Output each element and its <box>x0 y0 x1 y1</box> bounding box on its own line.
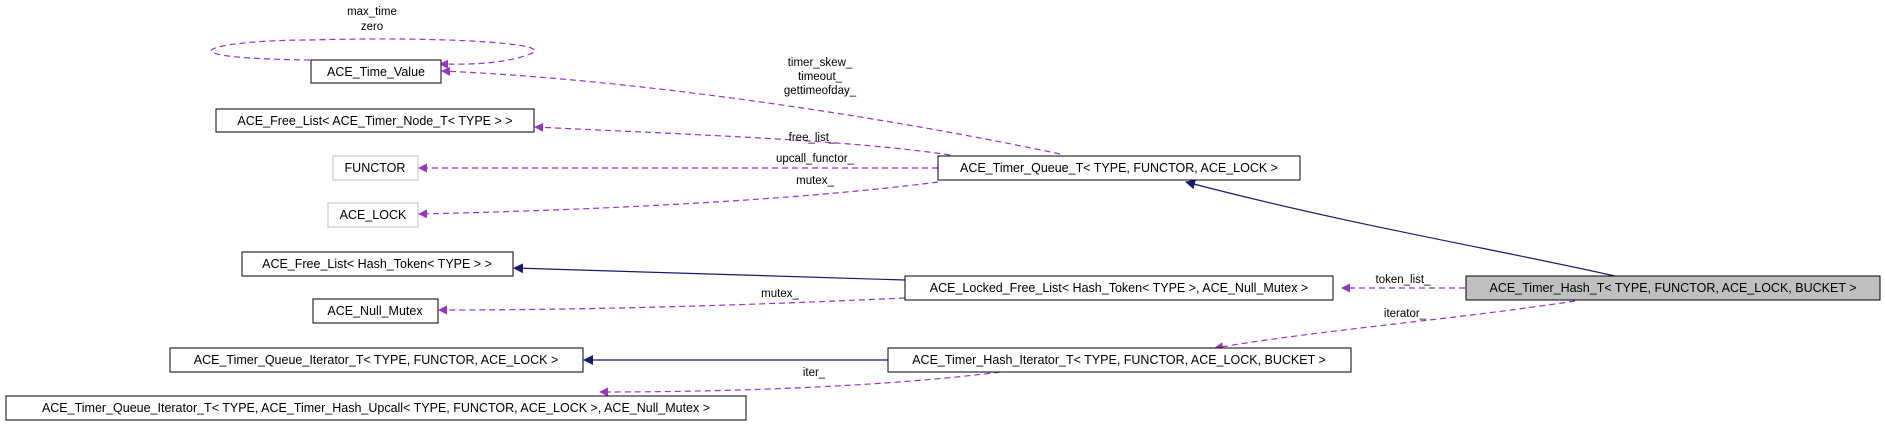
edge-label-max-time: max_time <box>347 6 397 18</box>
edge-inherit-free-list-hash-token <box>513 263 906 281</box>
node-locked-free-list[interactable]: ACE_Locked_Free_List< Hash_Token< TYPE >… <box>904 275 1334 301</box>
edge-timer-hash-iterator-iter <box>599 371 1001 397</box>
node-functor[interactable]: FUNCTOR <box>332 155 419 181</box>
svg-text:ACE_Timer_Queue_T< TYPE, FUNCT: ACE_Timer_Queue_T< TYPE, FUNCTOR, ACE_LO… <box>960 161 1278 175</box>
edge-self-time-value <box>210 38 536 69</box>
svg-text:ACE_Locked_Free_List< Hash_Tok: ACE_Locked_Free_List< Hash_Token< TYPE >… <box>930 281 1308 295</box>
svg-text:ACE_Timer_Hash_T< TYPE, FUNCTO: ACE_Timer_Hash_T< TYPE, FUNCTOR, ACE_LOC… <box>1489 281 1856 295</box>
edge-timer-queue-free-list <box>534 122 951 156</box>
edge-label-timeout: timeout_ <box>798 71 843 83</box>
node-ace-time-value[interactable]: ACE_Time_Value <box>310 59 442 84</box>
edge-label-mutex-null: mutex_ <box>761 288 799 300</box>
svg-text:ACE_Timer_Queue_Iterator_T< TY: ACE_Timer_Queue_Iterator_T< TYPE, ACE_Ti… <box>42 401 710 415</box>
edge-label-token-list: token_list_ <box>1376 274 1432 286</box>
node-timer-queue-t[interactable]: ACE_Timer_Queue_T< TYPE, FUNCTOR, ACE_LO… <box>937 155 1301 181</box>
node-timer-queue-iterator[interactable]: ACE_Timer_Queue_Iterator_T< TYPE, FUNCTO… <box>169 347 584 373</box>
svg-text:ACE_Timer_Hash_Iterator_T< TYP: ACE_Timer_Hash_Iterator_T< TYPE, FUNCTOR… <box>912 353 1326 367</box>
svg-text:FUNCTOR: FUNCTOR <box>345 161 406 175</box>
svg-text:ACE_Free_List< Hash_Token< TYP: ACE_Free_List< Hash_Token< TYPE > > <box>262 257 492 271</box>
edge-label-mutex-lock: mutex_ <box>796 175 834 187</box>
node-ace-null-mutex[interactable]: ACE_Null_Mutex <box>312 298 439 324</box>
svg-text:ACE_LOCK: ACE_LOCK <box>340 208 407 222</box>
edge-label-upcall-functor: upcall_functor_ <box>776 153 855 165</box>
edge-label-gettimeofday: gettimeofday_ <box>784 85 857 97</box>
edge-timer-hash-iterator <box>1214 300 1576 352</box>
node-free-list-hash-token[interactable]: ACE_Free_List< Hash_Token< TYPE > > <box>241 251 514 277</box>
edge-label-free-list: free_list_ <box>789 132 836 144</box>
edge-timer-queue-ace-lock <box>418 181 939 219</box>
svg-text:ACE_Time_Value: ACE_Time_Value <box>327 65 425 79</box>
edge-locked-free-list-null-mutex <box>438 297 906 315</box>
edge-label-iterator: iterator_ <box>1384 308 1427 320</box>
edge-label-iter: iter_ <box>803 367 826 379</box>
svg-text:ACE_Null_Mutex: ACE_Null_Mutex <box>327 304 423 318</box>
edge-inherit-timer-queue <box>1185 179 1616 277</box>
edge-label-zero: zero <box>361 21 383 33</box>
svg-text:ACE_Free_List< ACE_Timer_Node_: ACE_Free_List< ACE_Timer_Node_T< TYPE > … <box>237 114 512 128</box>
node-free-list-timer-node[interactable]: ACE_Free_List< ACE_Timer_Node_T< TYPE > … <box>215 108 535 133</box>
svg-text:ACE_Timer_Queue_Iterator_T< TY: ACE_Timer_Queue_Iterator_T< TYPE, FUNCTO… <box>194 353 559 367</box>
edge-label-timer-skew: timer_skew_ <box>788 57 853 69</box>
edge-timer-queue-time-value <box>441 66 1061 155</box>
node-timer-hash-t[interactable]: ACE_Timer_Hash_T< TYPE, FUNCTOR, ACE_LOC… <box>1465 275 1881 301</box>
node-timer-hash-iterator[interactable]: ACE_Timer_Hash_Iterator_T< TYPE, FUNCTOR… <box>887 347 1352 373</box>
node-timer-queue-iterator-hash-upcall[interactable]: ACE_Timer_Queue_Iterator_T< TYPE, ACE_Ti… <box>5 395 747 421</box>
node-ace-lock[interactable]: ACE_LOCK <box>327 202 419 228</box>
